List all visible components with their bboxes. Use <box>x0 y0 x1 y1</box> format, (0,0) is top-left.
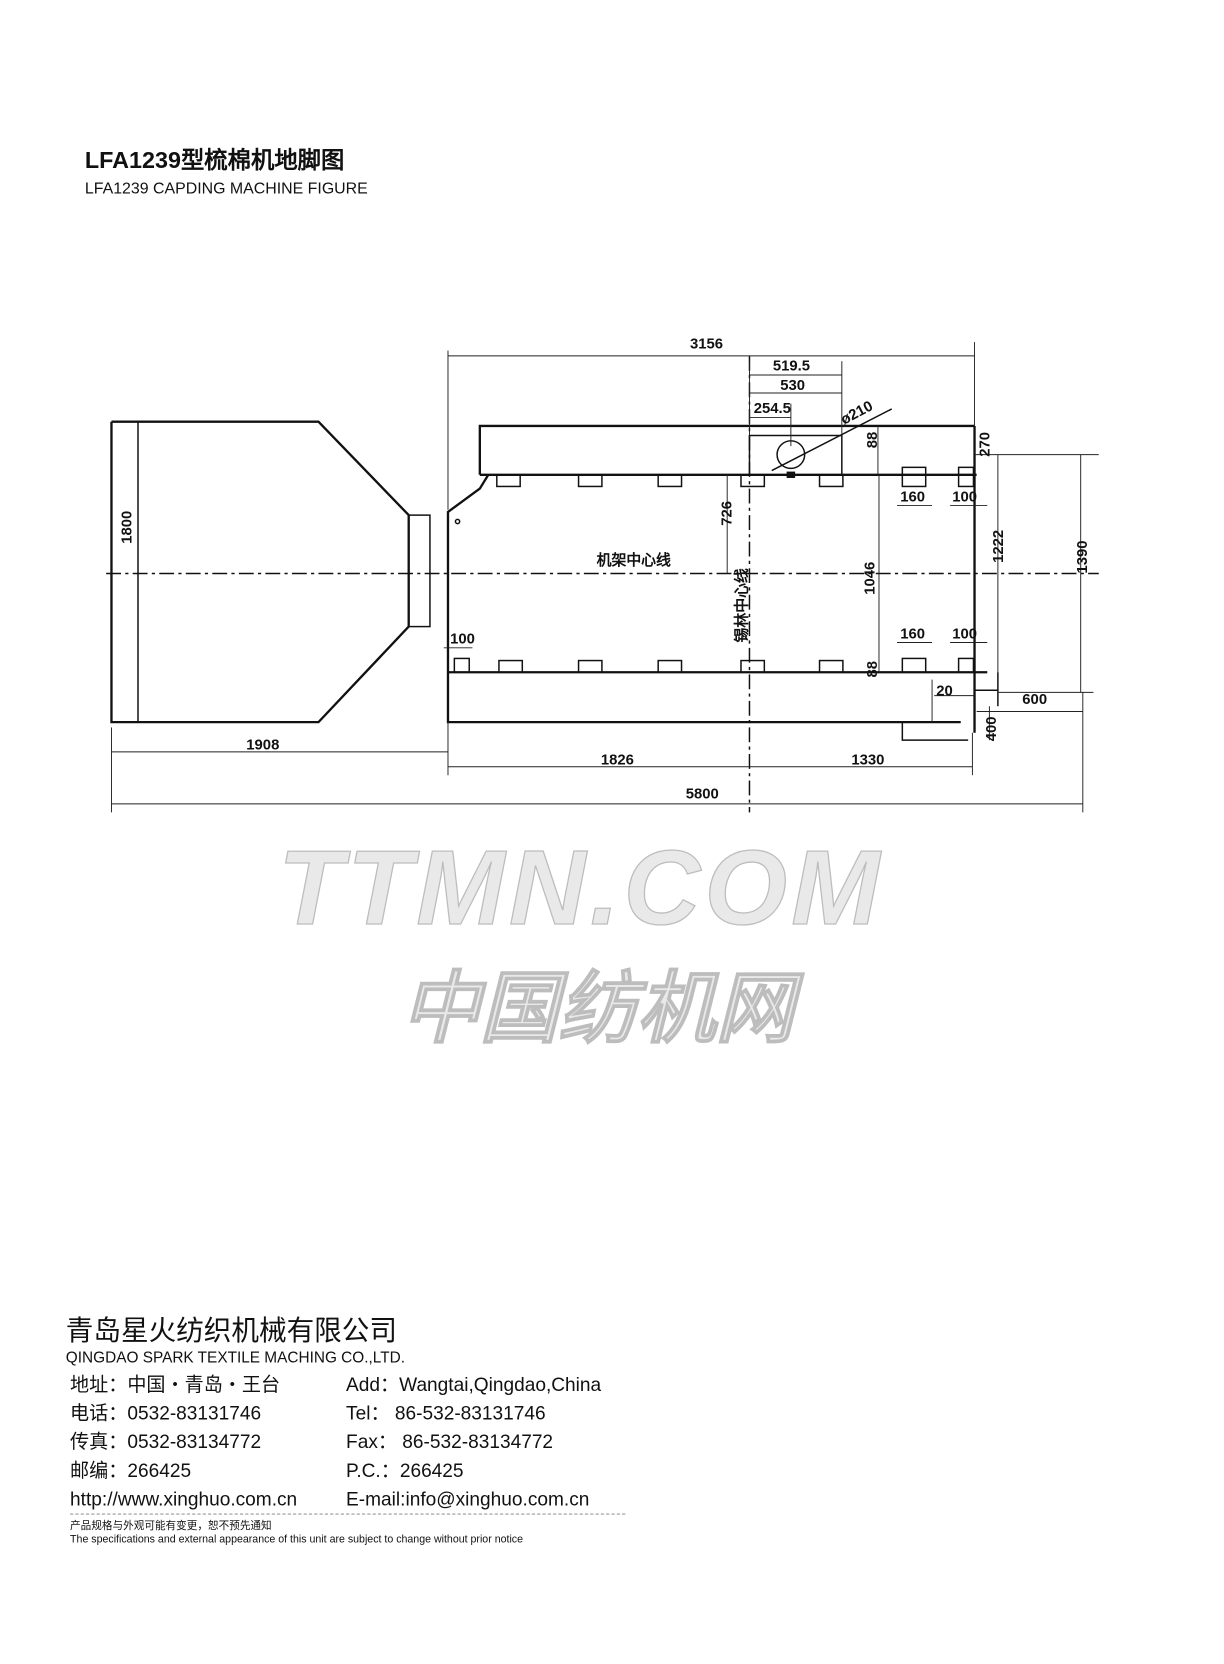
email-link[interactable]: E-mail:info@xinghuo.com.cn <box>346 1490 589 1511</box>
dim-88-bottom: 88 <box>865 661 881 678</box>
company-name-en: QINGDAO SPARK TEXTILE MACHING CO.,LTD. <box>66 1349 405 1366</box>
label-cylinder-centerline: 锡林中心线 <box>732 568 750 642</box>
dim-1800: 1800 <box>120 511 136 544</box>
dim-270: 270 <box>977 432 993 457</box>
label-frame-centerline: 机架中心线 <box>597 551 671 569</box>
dim-1222: 1222 <box>991 530 1007 563</box>
dim-diameter-210: ø210 <box>838 398 875 428</box>
dim-100-left: 100 <box>450 632 475 648</box>
dim-1390: 1390 <box>1075 540 1091 573</box>
dim-20: 20 <box>936 684 953 700</box>
fax-cn: 传真：0532-83134772 <box>70 1431 261 1453</box>
foundation-drawing: 1800 <box>106 336 1099 813</box>
address-cn: 地址：中国・青岛・王台 <box>70 1374 280 1396</box>
notice-cn: 产品规格与外观可能有变更，恕不预先通知 <box>70 1519 272 1532</box>
dim-88-top: 88 <box>865 432 881 449</box>
postcode-en: P.C.：266425 <box>346 1461 463 1482</box>
postcode-cn: 邮编：266425 <box>70 1460 191 1482</box>
dim-1046: 1046 <box>863 562 879 595</box>
dim-160-bottom: 160 <box>900 626 925 642</box>
dim-100-bottom: 100 <box>952 626 977 642</box>
dim-600: 600 <box>1022 692 1047 708</box>
watermark-cn: 中国纺机网 <box>401 964 804 1052</box>
dim-400: 400 <box>984 716 1000 741</box>
phone-cn: 电话：0532-83131746 <box>70 1403 261 1425</box>
company-name-cn: 青岛星火纺织机械有限公司 <box>66 1315 397 1346</box>
website-link[interactable]: http://www.xinghuo.com.cn <box>70 1490 297 1511</box>
dim-519-5: 519.5 <box>773 359 810 375</box>
dim-1330: 1330 <box>851 753 884 769</box>
address-en: Add：Wangtai,Qingdao,China <box>346 1375 601 1396</box>
title-cn: LFA1239型梳棉机地脚图 <box>85 146 344 173</box>
phone-en: Tel： 86-532-83131746 <box>346 1404 546 1425</box>
notice-en: The specifications and external appearan… <box>70 1534 523 1546</box>
dim-160-top: 160 <box>900 489 925 505</box>
watermark-ttmn: TTMN.COM <box>278 829 884 947</box>
company-footer: 青岛星火纺织机械有限公司 QINGDAO SPARK TEXTILE MACHI… <box>66 1315 627 1546</box>
title-en: LFA1239 CAPDING MACHINE FIGURE <box>85 180 368 197</box>
dim-1826: 1826 <box>601 753 634 769</box>
dim-100-top: 100 <box>952 489 977 505</box>
dim-726: 726 <box>719 501 735 526</box>
dim-5800: 5800 <box>686 787 719 803</box>
dim-254-5: 254.5 <box>754 401 791 417</box>
feeder-outline: 1800 <box>110 420 431 724</box>
dim-530: 530 <box>780 378 805 394</box>
dim-1908: 1908 <box>246 738 279 754</box>
dim-3156: 3156 <box>690 336 723 352</box>
card-frame-outline: ø210 <box>446 398 999 741</box>
fax-en: Fax： 86-532-83134772 <box>346 1432 553 1453</box>
